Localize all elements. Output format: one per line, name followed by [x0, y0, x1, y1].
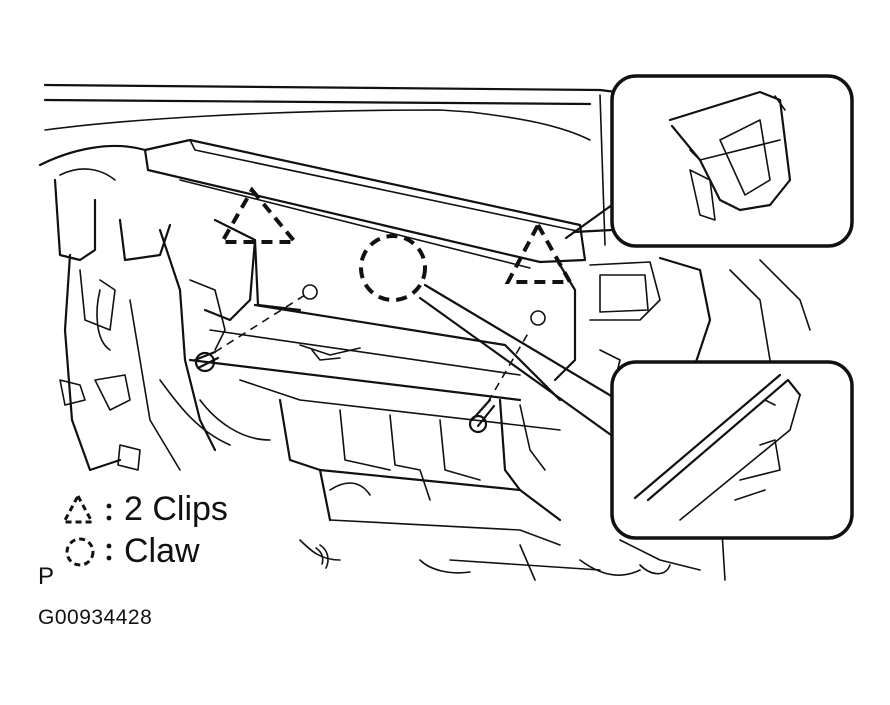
small-arc-mark: [315, 547, 324, 565]
legend-clips-label: 2 Clips: [124, 490, 228, 528]
glove-box-lid: [143, 138, 587, 269]
dashed-triangle-icon: [62, 492, 112, 524]
screw-right-leader: [487, 329, 531, 403]
claw-marker-icon: [359, 234, 427, 302]
legend-row-claw: Claw: [62, 530, 302, 572]
clip-detail-inset: [610, 74, 854, 248]
claw-inset-leader: [423, 283, 620, 402]
legend-claw-label: Claw: [124, 532, 200, 570]
left-bracket-structure: [53, 178, 271, 472]
legend: 2 Clips Claw: [62, 488, 302, 572]
clip-marker-right-icon: [504, 220, 574, 284]
clip-inset-leader-2: [572, 228, 614, 234]
screw-right-icon: [468, 398, 496, 434]
screw-hole-left: [302, 284, 318, 300]
figure-code: G00934428: [38, 606, 153, 629]
legend-row-clips: 2 Clips: [62, 488, 302, 530]
screw-left-leader: [214, 294, 306, 353]
screw-left-icon: [193, 350, 220, 373]
small-arc-mark-2: [319, 544, 329, 569]
dashed-circle-icon: [65, 537, 112, 567]
lower-frame-structure: [278, 398, 601, 581]
clip-marker-left-icon: [218, 186, 300, 244]
claw-detail-inset: [610, 360, 854, 540]
corner-letter: P: [38, 563, 55, 590]
glove-box-body: [188, 238, 562, 431]
screw-hole-right: [530, 310, 546, 326]
claw-inset-leader-2: [418, 296, 620, 442]
